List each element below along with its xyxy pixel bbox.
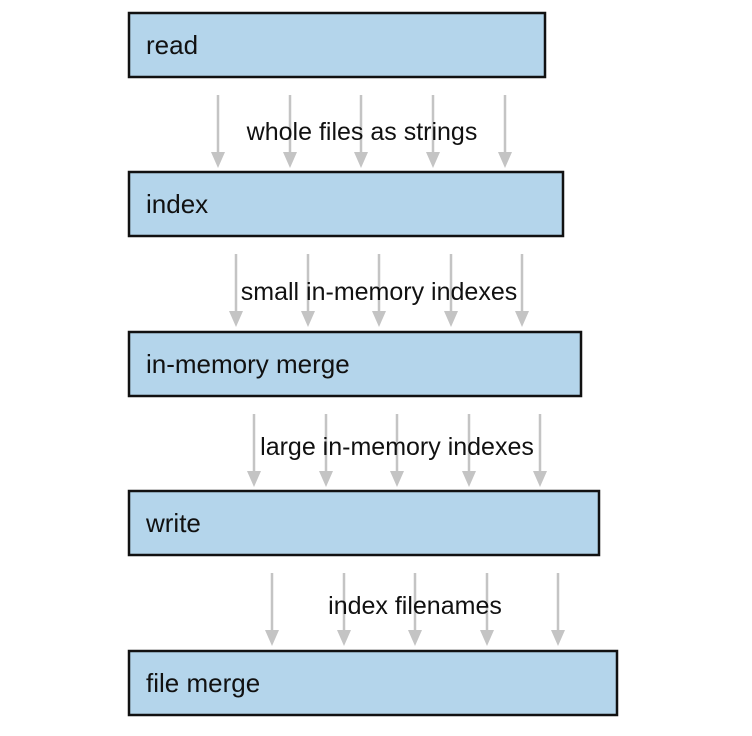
stage-in-memory-merge: in-memory merge — [127, 330, 583, 398]
stage-index: index — [127, 170, 565, 238]
flow-arrows-4 — [265, 573, 565, 646]
flow-arrow — [408, 573, 422, 646]
flow-arrow — [247, 414, 261, 487]
flow-arrows-1 — [211, 95, 512, 168]
flow-arrow — [515, 254, 529, 327]
flow-arrow — [354, 95, 368, 168]
flow-arrow — [211, 95, 225, 168]
flow-arrow — [480, 573, 494, 646]
flow-arrow — [372, 254, 386, 327]
stage-label: file merge — [146, 668, 260, 698]
stage-label: index — [146, 189, 208, 219]
flow-arrows-3 — [247, 414, 547, 487]
flow-arrow — [444, 254, 458, 327]
stage-write: write — [127, 489, 601, 557]
flow-arrows-2 — [229, 254, 529, 327]
flow-arrow — [551, 573, 565, 646]
stage-label: write — [145, 508, 201, 538]
stage-label: in-memory merge — [146, 349, 350, 379]
flow-arrow — [319, 414, 333, 487]
flow-arrow — [462, 414, 476, 487]
flow-arrow — [265, 573, 279, 646]
flow-arrow — [301, 254, 315, 327]
flow-label-1: whole files as strings — [246, 118, 478, 146]
stage-file-merge: file merge — [127, 649, 619, 717]
flow-arrow — [283, 95, 297, 168]
flow-arrow — [337, 573, 351, 646]
flow-arrow — [498, 95, 512, 168]
flow-arrow — [533, 414, 547, 487]
flow-label-4: index filenames — [328, 592, 502, 620]
flow-label-2: small in-memory indexes — [241, 278, 517, 306]
flow-arrow — [229, 254, 243, 327]
flow-arrow — [390, 414, 404, 487]
flow-label-3: large in-memory indexes — [260, 433, 534, 461]
stage-label: read — [146, 30, 198, 60]
flow-arrow — [426, 95, 440, 168]
stage-read: read — [127, 11, 547, 79]
